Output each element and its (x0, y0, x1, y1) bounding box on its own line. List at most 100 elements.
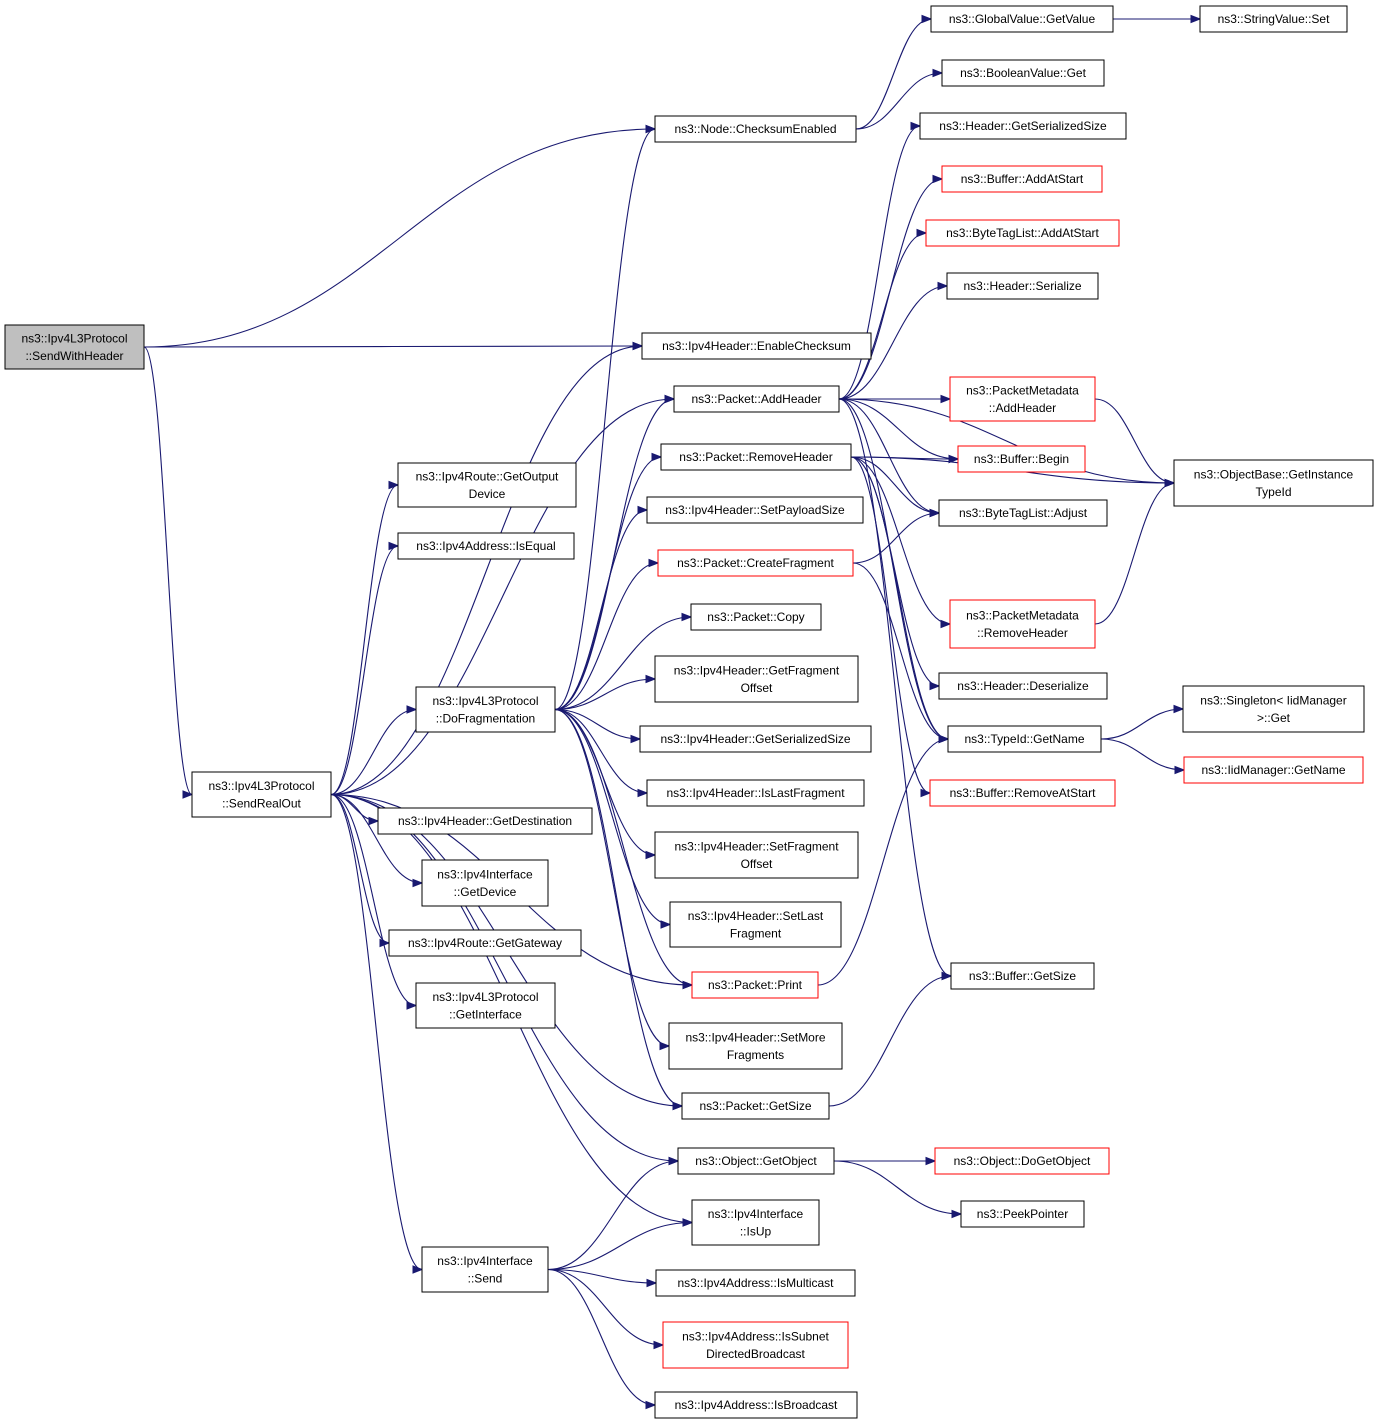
node-ia_isequal[interactable]: ns3::Ipv4Address::IsEqual (397, 532, 575, 560)
node-ir_getgateway[interactable]: ns3::Ipv4Route::GetGateway (388, 929, 582, 957)
node-singleton_get[interactable]: ns3::Singleton< IidManager>::Get (1182, 685, 1365, 733)
node-pm_removeheader[interactable]: ns3::PacketMetadata::RemoveHeader (949, 599, 1096, 649)
node-hdr_getser[interactable]: ns3::Header::GetSerializedSize (919, 112, 1127, 140)
node-root[interactable]: ns3::Ipv4L3Protocol::SendWithHeader (4, 324, 145, 370)
node-pkt_removeheader[interactable]: ns3::Packet::RemoveHeader (660, 443, 852, 471)
node-iid_getname[interactable]: ns3::IidManager::GetName (1183, 756, 1364, 784)
node-label: >::Get (1257, 711, 1291, 725)
node-box (660, 443, 852, 471)
node-buf_getsize[interactable]: ns3::Buffer::GetSize (950, 962, 1095, 990)
node-ii_isup[interactable]: ns3::Ipv4Interface::IsUp (691, 1199, 820, 1246)
arrowhead-icon (938, 734, 950, 744)
node-sendrealout[interactable]: ns3::Ipv4L3Protocol::SendRealOut (191, 771, 332, 818)
call-edge-checksum-to-gv_getvalue (855, 18, 932, 130)
call-edge-ii_send-to-ia_issubnet (547, 1268, 664, 1346)
node-btl_addatstart[interactable]: ns3::ByteTagList::AddAtStart (925, 219, 1120, 247)
node-ia_isbroadcast[interactable]: ns3::Ipv4Address::IsBroadcast (654, 1391, 858, 1419)
node-pkt_addheader[interactable]: ns3::Packet::AddHeader (673, 385, 840, 413)
call-edge-ii_send-to-ii_isup (547, 1221, 693, 1271)
node-ia_issubnet[interactable]: ns3::Ipv4Address::IsSubnetDirectedBroadc… (662, 1321, 849, 1369)
arrowhead-icon (388, 541, 400, 551)
arrowhead-icon (1174, 765, 1186, 775)
node-box (941, 165, 1103, 193)
node-ih_setpayload[interactable]: ns3::Ipv4Header::SetPayloadSize (646, 496, 864, 524)
node-peekpointer[interactable]: ns3::PeekPointer (960, 1200, 1085, 1228)
node-label: ns3::Node::ChecksumEnabled (674, 122, 836, 136)
node-label: ns3::Header::Deserialize (957, 679, 1089, 693)
node-box (938, 499, 1108, 527)
node-l3_getinterface[interactable]: ns3::Ipv4L3Protocol::GetInterface (415, 982, 556, 1029)
node-sv_set[interactable]: ns3::StringValue::Set (1199, 5, 1348, 33)
arrowhead-icon (932, 174, 944, 184)
node-label: ns3::Header::GetSerializedSize (939, 119, 1107, 133)
node-obj_getobject[interactable]: ns3::Object::GetObject (677, 1147, 835, 1175)
node-ih_getsersize[interactable]: ns3::Ipv4Header::GetSerializedSize (639, 725, 872, 753)
node-label: DirectedBroadcast (706, 1347, 805, 1361)
node-ih_getdest[interactable]: ns3::Ipv4Header::GetDestination (377, 807, 593, 835)
node-ii_send[interactable]: ns3::Ipv4Interface::Send (421, 1246, 549, 1293)
node-label: ns3::Packet::CreateFragment (677, 556, 834, 570)
node-label: ns3::Ipv4Header::GetDestination (398, 814, 572, 828)
call-edge-pkt_addheader-to-btl_adjust (838, 398, 940, 514)
node-box (1183, 756, 1364, 784)
node-gv_getvalue[interactable]: ns3::GlobalValue::GetValue (930, 5, 1114, 33)
node-hdr_deser[interactable]: ns3::Header::Deserialize (938, 672, 1108, 700)
node-ii_getdevice[interactable]: ns3::Ipv4Interface::GetDevice (421, 859, 549, 907)
node-enablechecksum[interactable]: ns3::Ipv4Header::EnableChecksum (641, 332, 872, 360)
node-box (957, 445, 1086, 473)
arrowhead-icon (910, 121, 922, 131)
node-hdr_serialize[interactable]: ns3::Header::Serialize (946, 272, 1099, 300)
node-buf_addatstart[interactable]: ns3::Buffer::AddAtStart (941, 165, 1103, 193)
node-box (929, 779, 1116, 807)
node-pkt_copy[interactable]: ns3::Packet::Copy (690, 603, 822, 631)
node-label: ns3::Ipv4L3Protocol (432, 990, 538, 1004)
call-edge-typeid_getname-to-iid_getname (1100, 738, 1185, 771)
node-box (673, 385, 840, 413)
node-box (946, 272, 1099, 300)
node-pkt_createfrag[interactable]: ns3::Packet::CreateFragment (657, 549, 854, 577)
node-label: ns3::Packet::Print (708, 978, 803, 992)
node-box (934, 1147, 1110, 1175)
node-box (950, 962, 1095, 990)
node-ih_islastfrag[interactable]: ns3::Ipv4Header::IsLastFragment (646, 779, 865, 807)
arrowhead-icon (645, 850, 657, 860)
node-pkt_getsize[interactable]: ns3::Packet::GetSize (681, 1092, 830, 1120)
arrowhead-icon (653, 1340, 665, 1350)
arrowhead-icon (929, 508, 941, 518)
node-bv_get[interactable]: ns3::BooleanValue::Get (941, 59, 1105, 87)
node-ia_ismulticast[interactable]: ns3::Ipv4Address::IsMulticast (655, 1269, 856, 1297)
arrowhead-icon (645, 1400, 657, 1410)
arrowhead-icon (412, 1265, 424, 1274)
node-dofrag[interactable]: ns3::Ipv4L3Protocol::DoFragmentation (415, 686, 556, 733)
node-label: ::DoFragmentation (436, 711, 535, 725)
node-typeid_getname[interactable]: ns3::TypeId::GetName (947, 725, 1102, 753)
call-edge-pkt_addheader-to-hdr_getser (838, 125, 921, 400)
node-label: ns3::Ipv4Header::SetMore (685, 1030, 825, 1044)
node-box (397, 532, 575, 560)
node-btl_adjust[interactable]: ns3::ByteTagList::Adjust (938, 499, 1108, 527)
node-buf_begin[interactable]: ns3::Buffer::Begin (957, 445, 1086, 473)
node-label: ns3::StringValue::Set (1218, 12, 1331, 26)
node-checksum[interactable]: ns3::Node::ChecksumEnabled (654, 115, 857, 143)
node-pm_addheader[interactable]: ns3::PacketMetadata::AddHeader (949, 376, 1096, 422)
node-box (1199, 5, 1348, 33)
arrowhead-icon (637, 505, 649, 515)
node-box (1182, 685, 1365, 733)
node-label: ns3::ObjectBase::GetInstance (1194, 467, 1354, 481)
arrowhead-icon (182, 790, 194, 799)
node-obj_dogetobject[interactable]: ns3::Object::DoGetObject (934, 1147, 1110, 1175)
node-label: ns3::Ipv4L3Protocol (432, 694, 538, 708)
node-buf_removeatstart[interactable]: ns3::Buffer::RemoveAtStart (929, 779, 1116, 807)
node-box (421, 1246, 549, 1293)
node-label: Device (469, 487, 506, 501)
node-pkt_print[interactable]: ns3::Packet::Print (691, 971, 819, 999)
node-box (421, 859, 549, 907)
node-box (681, 1092, 830, 1120)
